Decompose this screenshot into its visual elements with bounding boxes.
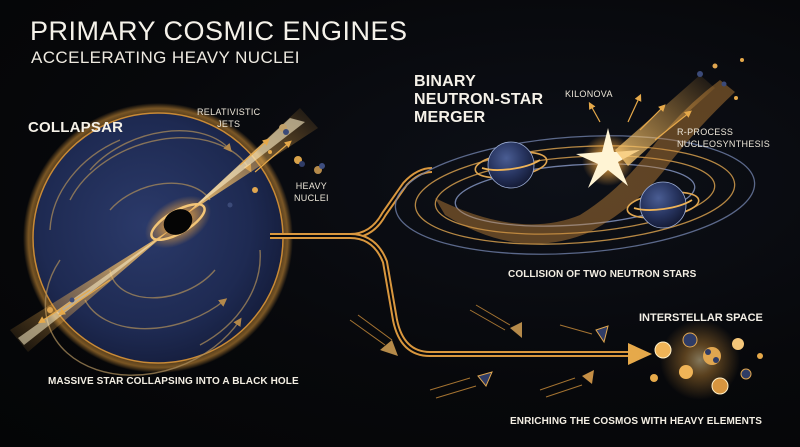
relativistic-jets-label: RELATIVISTIC JETS <box>197 106 260 130</box>
merger-orbits <box>394 135 756 255</box>
nuclei-label-line1: HEAVY <box>295 181 328 191</box>
jets-label-line1: RELATIVISTIC <box>197 107 261 117</box>
r-process-line2: NUCLEOSYNTHESIS <box>677 139 771 149</box>
nuclei-streams <box>349 304 609 399</box>
interstellar-heading: INTERSTELLAR SPACE <box>639 312 763 324</box>
merger-caption: COLLISION OF TWO NEUTRON STARS <box>508 269 697 280</box>
collapsar-caption: MASSIVE STAR COLLAPSING INTO A BLACK HOL… <box>48 376 299 387</box>
heavy-nuclei-particles <box>47 124 325 313</box>
enrichment-caption: ENRICHING THE COSMOS WITH HEAVY ELEMENTS <box>510 416 762 427</box>
kilonova-burst <box>576 58 744 188</box>
jets-label-line2: JETS <box>217 119 241 129</box>
merger-heading-line1: BINARY <box>414 73 476 90</box>
page-title: PRIMARY COSMIC ENGINES <box>30 16 408 46</box>
merger-heading: BINARY NEUTRON-STAR MERGER <box>414 73 543 127</box>
merger-heading-line3: MERGER <box>414 109 486 126</box>
page-subtitle: ACCELERATING HEAVY NUCLEI <box>31 48 300 67</box>
merger-heading-line2: NEUTRON-STAR <box>414 91 544 108</box>
neutron-star-right <box>626 181 700 229</box>
pathway-lines <box>270 167 640 357</box>
r-process-label: R-PROCESS NUCLEOSYNTHESIS <box>677 126 770 150</box>
nuclei-label-line2: NUCLEI <box>294 193 329 203</box>
pathway-arrowhead <box>628 343 652 365</box>
heavy-element-cluster <box>650 320 763 400</box>
collapsar-heading: COLLAPSAR <box>28 119 124 136</box>
neutron-star-left <box>474 141 548 189</box>
relativistic-jets <box>10 108 318 352</box>
heavy-nuclei-label: HEAVY NUCLEI <box>294 180 329 204</box>
r-process-line1: R-PROCESS <box>677 127 734 137</box>
kilonova-label: KILONOVA <box>565 89 613 99</box>
black-hole <box>144 195 212 249</box>
